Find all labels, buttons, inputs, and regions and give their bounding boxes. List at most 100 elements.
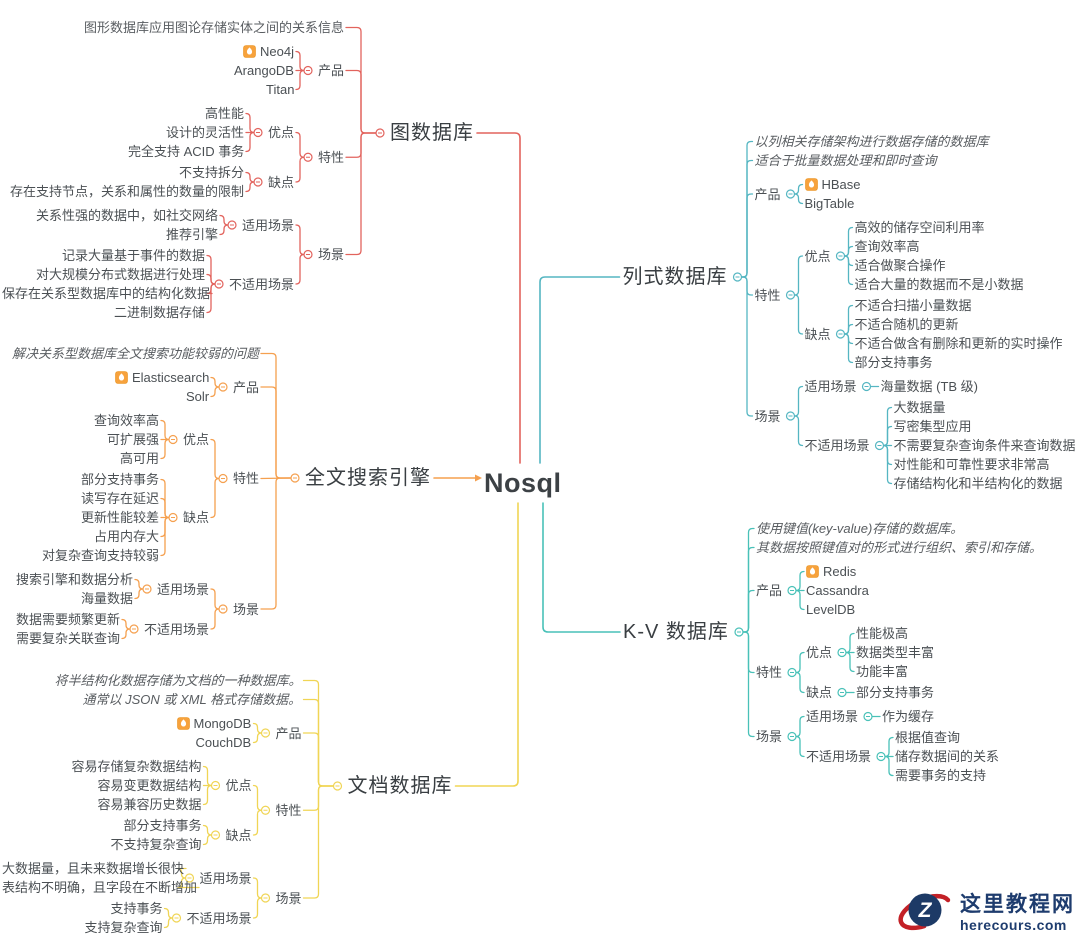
topic[interactable]: 不适用场景	[187, 909, 252, 928]
topic[interactable]: 不支持拆分	[179, 163, 244, 182]
topic[interactable]: 产品	[318, 61, 344, 80]
topic[interactable]: 容易兼容历史数据	[98, 795, 202, 814]
topic[interactable]: 缺点	[268, 173, 294, 192]
topic[interactable]: 更新性能较差	[81, 508, 159, 527]
topic[interactable]: 占用内存大	[94, 527, 159, 546]
topic[interactable]: Redis	[806, 562, 856, 581]
topic[interactable]: 高可用	[120, 449, 159, 468]
topic[interactable]: 大数据量	[894, 398, 946, 417]
topic[interactable]: 不适用场景	[805, 436, 870, 455]
topic[interactable]: 容易变更数据结构	[98, 776, 202, 795]
topic[interactable]: 适用场景	[200, 869, 252, 888]
topic[interactable]: Cassandra	[806, 581, 869, 600]
topic[interactable]: 不支持复杂查询	[111, 835, 202, 854]
topic[interactable]: 适用场景	[242, 216, 294, 235]
note-topic[interactable]: 适合于批量数据处理和即时查询	[755, 151, 937, 170]
topic[interactable]: 表结构不明确，且字段在不断增加	[2, 878, 197, 897]
topic[interactable]: 不适合随机的更新	[855, 315, 959, 334]
topic[interactable]: 缺点	[805, 325, 831, 344]
topic[interactable]: 存在支持节点，关系和属性的数量的限制	[10, 182, 244, 201]
topic[interactable]: 适用场景	[805, 377, 857, 396]
topic[interactable]: 缺点	[226, 826, 252, 845]
topic[interactable]: 部分支持事务	[124, 816, 202, 835]
topic[interactable]: 支持复杂查询	[85, 918, 163, 937]
topic[interactable]: 储存数据间的关系	[895, 747, 999, 766]
note-topic[interactable]: 将半结构化数据存储为文档的一种数据库。	[55, 671, 302, 690]
topic[interactable]: 可扩展强	[107, 430, 159, 449]
topic[interactable]: Titan	[266, 80, 294, 99]
topic[interactable]: 产品	[233, 378, 259, 397]
topic[interactable]: 写密集型应用	[894, 417, 972, 436]
branch-topic-graph[interactable]: 图数据库	[390, 120, 474, 146]
topic[interactable]: 设计的灵活性	[166, 123, 244, 142]
topic[interactable]: Solr	[186, 387, 209, 406]
topic[interactable]: 对复杂查询支持较弱	[42, 546, 159, 565]
topic[interactable]: 推荐引擎	[166, 225, 218, 244]
topic[interactable]: 数据需要频繁更新	[16, 610, 120, 629]
topic[interactable]: 部分支持事务	[855, 353, 933, 372]
topic[interactable]: 优点	[268, 123, 294, 142]
topic[interactable]: 优点	[805, 247, 831, 266]
branch-topic-fulltext[interactable]: 全文搜索引擎	[305, 465, 431, 491]
topic[interactable]: 作为缓存	[882, 707, 934, 726]
topic[interactable]: 搜索引擎和数据分析	[16, 570, 133, 589]
topic[interactable]: 适用场景	[806, 707, 858, 726]
topic[interactable]: Elasticsearch	[115, 368, 209, 387]
topic[interactable]: 根据值查询	[895, 728, 960, 747]
topic[interactable]: MongoDB	[176, 714, 251, 733]
topic[interactable]: 存储结构化和半结构化的数据	[894, 474, 1063, 493]
topic[interactable]: HBase	[804, 175, 861, 194]
topic[interactable]: 查询效率高	[94, 411, 159, 430]
note-topic[interactable]: 使用键值(key-value)存储的数据库。	[756, 519, 963, 538]
topic[interactable]: 特性	[276, 801, 302, 820]
topic[interactable]: 记录大量基于事件的数据	[62, 246, 205, 265]
topic[interactable]: 缺点	[183, 508, 209, 527]
topic[interactable]: 二进制数据存储	[114, 303, 205, 322]
root-topic[interactable]: Nosql	[484, 465, 562, 501]
topic[interactable]: 特性	[755, 286, 781, 305]
topic[interactable]: 部分支持事务	[81, 470, 159, 489]
topic[interactable]: 功能丰富	[856, 662, 908, 681]
topic[interactable]: BigTable	[805, 194, 855, 213]
note-topic[interactable]: 解决关系型数据库全文搜索功能较弱的问题	[12, 344, 259, 363]
topic[interactable]: 高效的储存空间利用率	[855, 218, 985, 237]
topic[interactable]: 完全支持 ACID 事务	[128, 142, 244, 161]
topic[interactable]: 优点	[226, 776, 252, 795]
topic[interactable]: 需要复杂关联查询	[16, 629, 120, 648]
topic[interactable]: 场景	[756, 727, 782, 746]
topic[interactable]: 产品	[756, 581, 782, 600]
topic[interactable]: 大数据量，且未来数据增长很快	[2, 859, 184, 878]
branch-topic-column[interactable]: 列式数据库	[623, 264, 728, 290]
topic[interactable]: 不适合扫描小量数据	[855, 296, 972, 315]
topic[interactable]: 产品	[755, 185, 781, 204]
topic[interactable]: 适合大量的数据而不是小数据	[855, 275, 1024, 294]
topic[interactable]: 缺点	[806, 683, 832, 702]
topic[interactable]: 部分支持事务	[856, 683, 934, 702]
topic[interactable]: 优点	[806, 643, 832, 662]
topic[interactable]: 对性能和可靠性要求非常高	[894, 455, 1050, 474]
topic[interactable]: 高性能	[205, 104, 244, 123]
topic[interactable]: 容易存储复杂数据结构	[72, 757, 202, 776]
topic[interactable]: ArangoDB	[234, 61, 294, 80]
topic[interactable]: LevelDB	[806, 600, 855, 619]
topic[interactable]: 支持事务	[111, 899, 163, 918]
topic[interactable]: 场景	[755, 407, 781, 426]
topic[interactable]: 场景	[233, 600, 259, 619]
branch-topic-doc[interactable]: 文档数据库	[348, 773, 453, 799]
topic[interactable]: 不适用场景	[229, 275, 294, 294]
topic[interactable]: CouchDB	[196, 733, 252, 752]
topic[interactable]: 场景	[318, 245, 344, 264]
note-topic[interactable]: 图形数据库应用图论存储实体之间的关系信息	[84, 18, 344, 37]
topic[interactable]: 适合做聚合操作	[855, 256, 946, 275]
topic[interactable]: 查询效率高	[855, 237, 920, 256]
topic[interactable]: 特性	[233, 469, 259, 488]
branch-topic-kv[interactable]: K-V 数据库	[623, 619, 729, 645]
topic[interactable]: 海量数据 (TB 级)	[881, 377, 979, 396]
topic[interactable]: 需要事务的支持	[895, 766, 986, 785]
topic[interactable]: 场景	[276, 889, 302, 908]
topic[interactable]: 对大规模分布式数据进行处理	[36, 265, 205, 284]
topic[interactable]: 不适合做含有删除和更新的实时操作	[855, 334, 1063, 353]
topic[interactable]: Neo4j	[243, 42, 294, 61]
topic[interactable]: 关系性强的数据中，如社交网络	[36, 206, 218, 225]
note-topic[interactable]: 通常以 JSON 或 XML 格式存储数据。	[83, 690, 302, 709]
